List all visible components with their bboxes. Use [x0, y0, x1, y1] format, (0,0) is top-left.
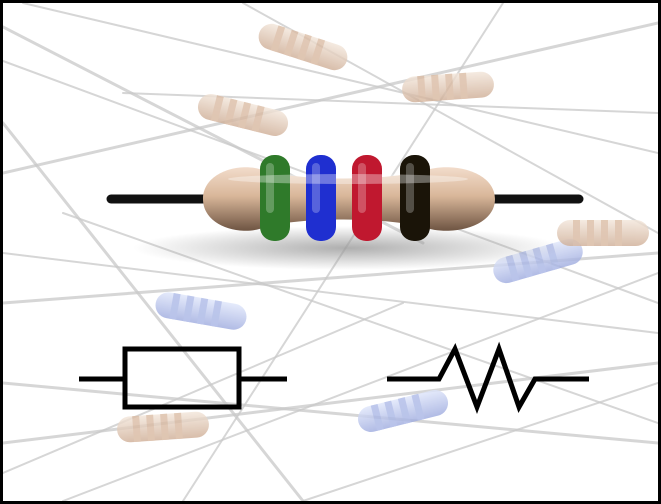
- background-resistor: [197, 94, 289, 136]
- color-band-highlight: [358, 163, 366, 213]
- main-resistor-shadow: [133, 226, 563, 270]
- background-wire: [3, 252, 658, 334]
- color-band: [400, 155, 430, 241]
- background-wire: [302, 382, 658, 501]
- color-band-highlight: [266, 163, 274, 213]
- color-band: [352, 155, 382, 241]
- color-bands: [260, 155, 430, 241]
- background-resistor: [557, 220, 649, 246]
- main-resistor-highlight: [228, 174, 468, 184]
- background-resistor: [402, 71, 494, 103]
- background-resistor: [357, 390, 449, 432]
- background-wire: [3, 361, 658, 445]
- background-wire: [62, 272, 658, 501]
- background-resistor: [258, 23, 348, 71]
- background-wire: [22, 3, 658, 154]
- main-resistor: [106, 155, 584, 270]
- resistor-illustration: [3, 3, 658, 501]
- color-band: [260, 155, 290, 241]
- background-wire: [3, 302, 404, 474]
- background-wire: [3, 121, 305, 501]
- background-wire: [3, 21, 658, 175]
- background-resistor: [117, 411, 209, 443]
- resistor-iec-symbol: [79, 346, 287, 410]
- color-band-highlight: [312, 163, 320, 213]
- color-band-highlight: [406, 163, 414, 213]
- resistor-ansi-symbol: [387, 341, 589, 415]
- background-resistor: [155, 292, 247, 330]
- color-band: [306, 155, 336, 241]
- background-wire: [3, 381, 658, 445]
